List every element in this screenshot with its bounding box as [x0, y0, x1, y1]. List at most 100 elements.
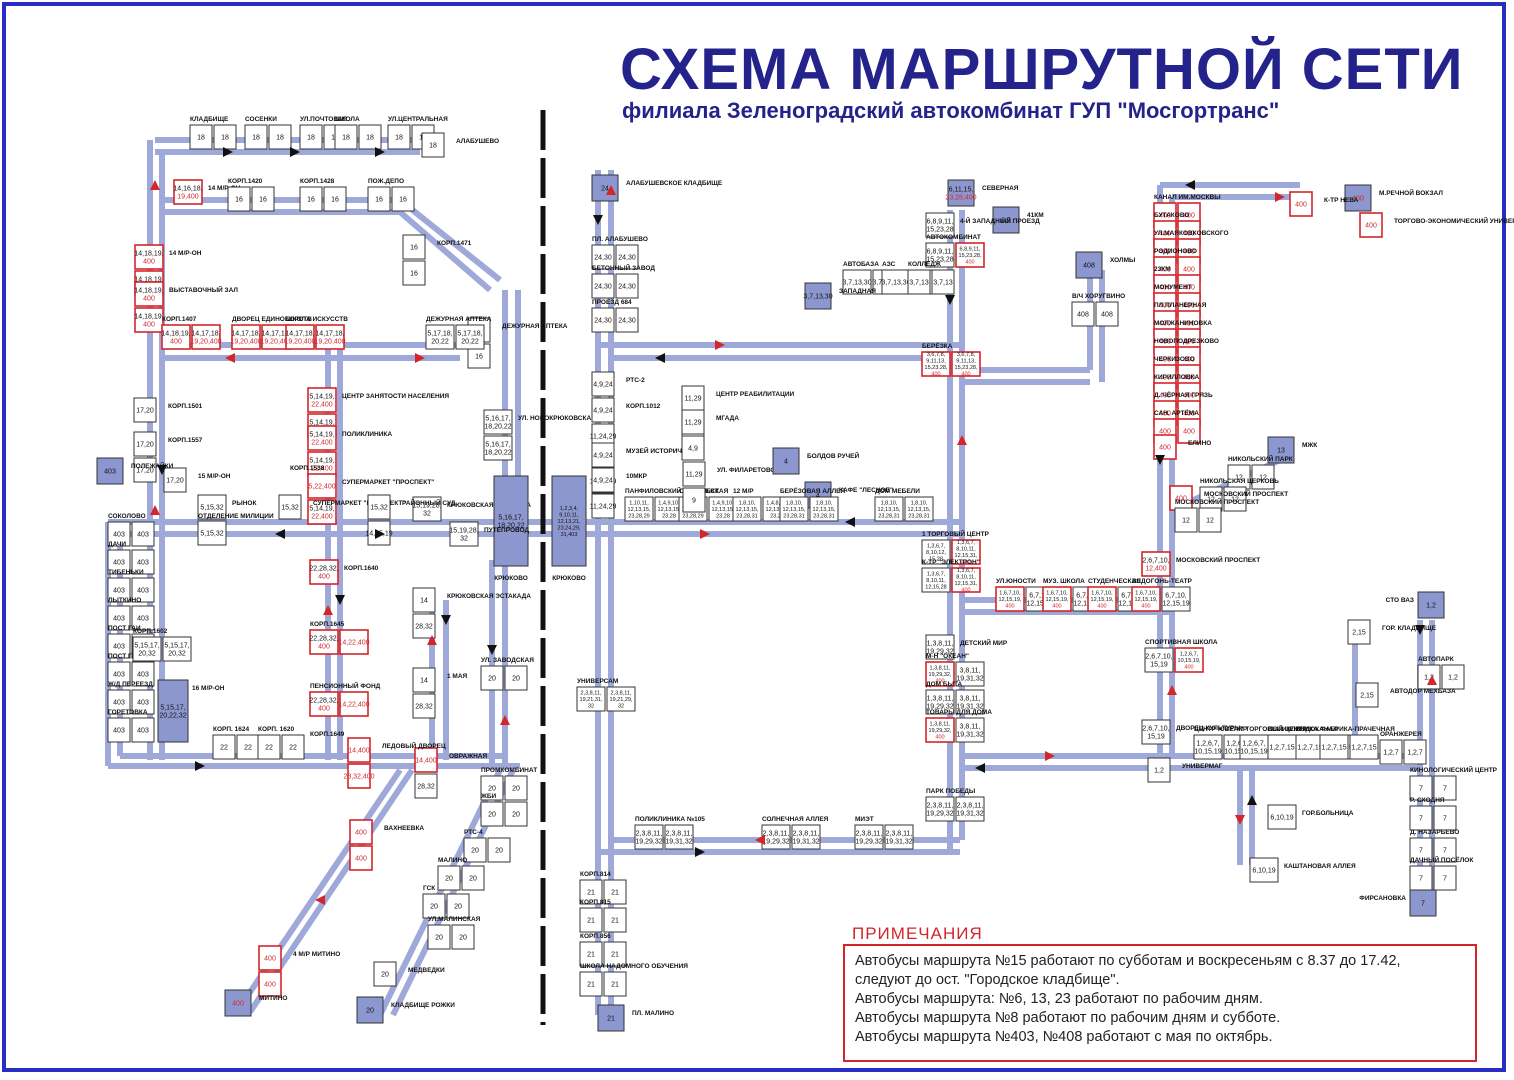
stop-route-label: 15,23,28, [955, 365, 978, 371]
stop-name-label: ОРАНЖЕРЕЯ [1380, 731, 1422, 738]
stop-box [162, 636, 192, 662]
stop-route-label: 7 [1443, 847, 1447, 854]
stop-route-label: 403 [113, 531, 125, 538]
stop-route-label: 24,30 [594, 317, 612, 324]
direction-arrow-icon [1247, 795, 1257, 805]
stop-route-label: 20 [445, 875, 453, 882]
stop-route-label: 18 [366, 134, 374, 141]
stop-route-label: 18 [252, 134, 260, 141]
stop-name-label: Р. СХОДНЯ [1410, 797, 1445, 804]
stop-route-label: 400 [1183, 284, 1195, 291]
direction-arrow-icon [500, 715, 510, 725]
stop-box [402, 260, 426, 286]
stop-route-label: 15,32 [281, 504, 299, 511]
stop-route-label: 12 [1259, 474, 1267, 481]
stop-route-label: 400 [1183, 212, 1195, 219]
stop-route-label: 24,30 [594, 283, 612, 290]
stop-box [455, 324, 485, 350]
stop-route-label: 3,7,13,30 [842, 279, 871, 286]
stop-route-label: 1,6,7,10, [1135, 590, 1157, 596]
stop-box [579, 907, 603, 933]
stop-name-label: ТИБЕНЬКИ [108, 569, 144, 576]
stop-box [1267, 804, 1297, 830]
stop-box [1433, 837, 1457, 863]
stop-name-label: КОРП.1602 [133, 628, 168, 635]
stop-box [299, 186, 323, 212]
stop-route-label: 2,15 [1352, 629, 1366, 636]
stop-box [161, 324, 191, 350]
stop-box [591, 397, 615, 423]
stop-route-label: 10,15,19 [1240, 748, 1267, 755]
stop-route-label: 400 [1183, 392, 1195, 399]
stop-box [367, 494, 391, 520]
terminal-stop-box [1417, 591, 1445, 619]
stop-box [134, 307, 164, 333]
stop-route-label: 23,28,31 [783, 513, 804, 519]
stop-name-label: ВЕДОГОНЬ-ТЕАТР [1132, 578, 1193, 585]
stop-route-label: 16 [410, 270, 418, 277]
stop-name-label: КЛАДБИЩЕ [190, 116, 229, 123]
stop-route-label: 400 [318, 573, 330, 580]
stop-name-label: ТОРГОВО-ЭКОНОМИЧЕСКИЙ УНИВЕРСИТЕТ [1394, 216, 1514, 225]
stop-box [1409, 805, 1433, 831]
stop-name-label: ЦЕНТР РЕАБИЛИТАЦИИ [716, 391, 795, 398]
stop-name-label: РТС-4 [464, 829, 483, 836]
stop-route-label: 403 [113, 671, 125, 678]
stop-box [1347, 619, 1371, 645]
stop-route-label: 19,20,400 [260, 338, 291, 345]
terminal-stop-route-label: 18,20,22 [497, 522, 524, 529]
stop-route-label: 400 [1183, 320, 1195, 327]
stop-route-label: 16 [235, 196, 243, 203]
stop-route-label: 12,13,15, [766, 507, 789, 513]
stop-box [579, 879, 603, 905]
stop-route-label: 24,30 [594, 254, 612, 261]
stop-box [189, 124, 213, 150]
stop-box [437, 865, 461, 891]
terminal-stop-route-label: 1,2 [1426, 602, 1436, 609]
stop-route-label: 403 [113, 699, 125, 706]
stop-route-label: 19,31,32 [885, 838, 912, 845]
stop-route-label: 10,15,19, [1178, 658, 1201, 664]
direction-arrow-icon [715, 340, 725, 350]
stop-box [278, 494, 302, 520]
stop-route-label: 400 [1097, 603, 1106, 609]
stop-name-label: ГОР. КЛАДБИЩЕ [1382, 625, 1437, 632]
stop-box [412, 667, 436, 693]
stop-route-label: 400 [961, 560, 970, 566]
stop-name-label: КАНАЛ ИМ.МОСКВЫ [1154, 194, 1221, 201]
terminal-stop-box [1075, 251, 1103, 279]
stop-route-label: 400 [1159, 212, 1171, 219]
stop-box [427, 924, 451, 950]
stop-route-label: 17,20 [136, 407, 154, 414]
terminal-stop-route-label: 7 [1421, 900, 1425, 907]
stop-name-label: 23КМ [1154, 266, 1171, 273]
stop-box [1131, 586, 1161, 612]
stop-box [1198, 507, 1222, 533]
stop-name-label: ВЫСТАВОЧНЫЙ ЗАЛ [169, 285, 238, 294]
stop-name-label: КИРИЛЛОВКА [1154, 374, 1199, 381]
stop-box [307, 425, 337, 451]
stop-route-label: 21 [611, 981, 619, 988]
stop-route-label: 1,8,10, [816, 500, 833, 506]
direction-arrow-icon [150, 180, 160, 190]
stop-box [1042, 586, 1072, 612]
stop-box [480, 775, 504, 801]
stop-name-label: БЕРЁЗОВАЯ АЛЛЕЯ [780, 487, 846, 495]
stop-box [1359, 212, 1383, 238]
direction-arrow-icon [755, 835, 765, 845]
stop-name-label: КИНОЛОГИЧЕСКИЙ ЦЕНТР [1410, 765, 1498, 774]
stop-route-label: 21 [587, 889, 595, 896]
direction-arrow-icon [223, 147, 233, 157]
stop-route-label: 7 [1419, 785, 1423, 792]
stop-name-label: КРЮКОВСКАЯ ЭСТАКАДА [447, 502, 531, 509]
stop-route-label: 19,29,32 [926, 810, 953, 817]
stop-name-label: УЛ.МАЛИНСКАЯ [428, 916, 481, 923]
direction-arrow-icon [695, 847, 705, 857]
stop-route-label: 18 [429, 142, 437, 149]
stop-box [349, 845, 373, 871]
stop-box [907, 269, 931, 295]
stop-name-label: СОКОЛОВО [108, 513, 146, 520]
stop-box [307, 499, 337, 525]
stop-route-label: 400 [1183, 248, 1195, 255]
stop-name-label: МИЭТ [855, 816, 874, 823]
